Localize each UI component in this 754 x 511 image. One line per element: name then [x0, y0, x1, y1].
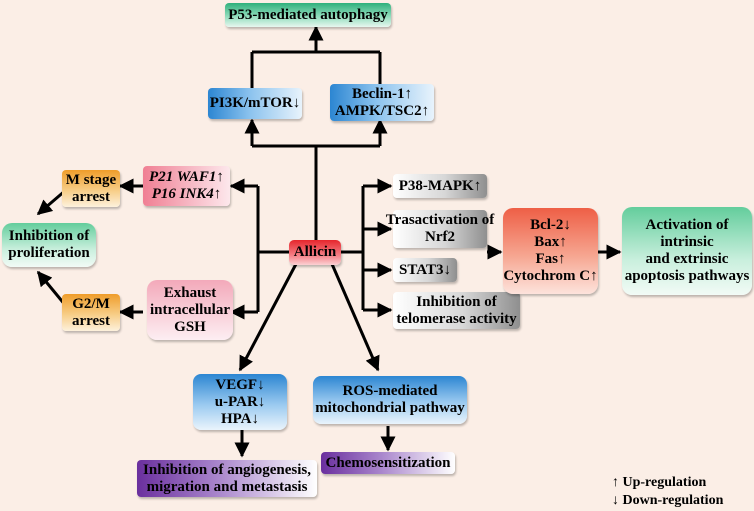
angiogenesis-box: Inhibition of angiogenesis, migration an… — [137, 460, 317, 497]
inhibition-proliferation-box: Inhibition of proliferation — [2, 223, 96, 267]
intrinsic-label: intrinsic — [660, 234, 714, 250]
ros-label: ROS-mediated — [342, 383, 438, 399]
arrest-label: arrest — [71, 188, 111, 205]
ampk-label: AMPK/TSC2↑ — [334, 102, 430, 119]
activation-label: Activation of — [645, 217, 729, 233]
exhaust-gsh-box: Exhaust intracellular GSH — [147, 280, 233, 340]
exhaust-label: Exhaust — [163, 284, 217, 301]
chemosensitization-box: Chemosensitization — [321, 452, 455, 474]
angiogenesis-label: Inhibition of angiogenesis, — [143, 461, 311, 478]
p16-label: P16 INK4↑ — [151, 186, 222, 202]
activation-apoptosis-box: Activation of intrinsic and extrinsic ap… — [622, 207, 752, 295]
telomerase-box: Inhibition of telomerase activity — [393, 292, 520, 329]
g2m-arrest-label: arrest — [71, 312, 111, 329]
fas-label: Fas↑ — [535, 251, 566, 267]
bax-label: Bax↑ — [534, 234, 567, 250]
trasactivation-label: Trasactivation of — [385, 212, 495, 228]
pi3k-mtor-label: PI3K/mTOR↓ — [209, 95, 301, 111]
apoptosis-pathways-label: apoptosis pathways — [624, 268, 750, 284]
beclin-label: Beclin-1↑ — [352, 85, 412, 102]
intracellular-label: intracellular — [150, 301, 230, 318]
proliferation-label: proliferation — [8, 245, 90, 261]
p53-autophagy-label: P53-mediated autophagy — [228, 6, 388, 23]
vegf-label: VEGF↓ — [215, 376, 265, 393]
vegf-box: VEGF↓ u-PAR↓ HPA↓ — [193, 374, 287, 430]
legend-down: ↓ Down-regulation — [612, 493, 724, 508]
g2m-label: G2/M — [72, 295, 110, 312]
gsh-label: GSH — [174, 318, 206, 335]
p38-mapk-box: P38-MAPK↑ — [393, 174, 487, 198]
hpa-label: HPA↓ — [220, 410, 260, 427]
bcl2-label: Bcl-2↓ — [530, 217, 571, 233]
g2m-arrest-box: G2/M arrest — [62, 294, 120, 331]
inhibition-label: Inhibition of — [8, 228, 90, 244]
legend: ↑ Up-regulation ↓ Down-regulation — [612, 474, 723, 510]
p21-label: P21 WAF1↑ — [149, 169, 224, 185]
p21-p16-box: P21 WAF1↑ P16 INK4↑ — [143, 166, 230, 206]
p53-autophagy-box: P53-mediated autophagy — [225, 3, 391, 27]
pi3k-mtor-box: PI3K/mTOR↓ — [208, 88, 302, 119]
nrf2-box: Trasactivation of Nrf2 — [386, 210, 494, 248]
beclin-ampk-box: Beclin-1↑ AMPK/TSC2↑ — [330, 84, 434, 121]
ros-pathway-box: ROS-mediated mitochondrial pathway — [313, 376, 467, 424]
apoptosis-markers-box: Bcl-2↓ Bax↑ Fas↑ Cytochrom C↑ — [503, 208, 598, 294]
mitochondrial-label: mitochondrial pathway — [315, 400, 465, 416]
stat3-box: STAT3↓ — [393, 258, 457, 282]
cytochrome-c-label: Cytochrom C↑ — [503, 268, 598, 284]
metastasis-label: migration and metastasis — [146, 478, 308, 495]
p38-mapk-label: P38-MAPK↑ — [398, 177, 482, 194]
extrinsic-label: and extrinsic — [645, 251, 729, 267]
nrf2-label: Nrf2 — [425, 229, 455, 245]
stat3-label: STAT3↓ — [399, 261, 451, 278]
allicin-box: Allicin — [289, 240, 341, 265]
m-stage-label: M stage — [65, 171, 117, 188]
legend-up: ↑ Up-regulation — [612, 475, 707, 490]
m-stage-arrest-box: M stage arrest — [62, 170, 120, 207]
telomerase-activity-label: telomerase activity — [396, 310, 517, 327]
allicin-label: Allicin — [293, 244, 337, 260]
inhibition-telomerase-label: Inhibition of — [416, 293, 497, 310]
upar-label: u-PAR↓ — [214, 393, 266, 410]
chemosensitization-label: Chemosensitization — [325, 454, 451, 471]
